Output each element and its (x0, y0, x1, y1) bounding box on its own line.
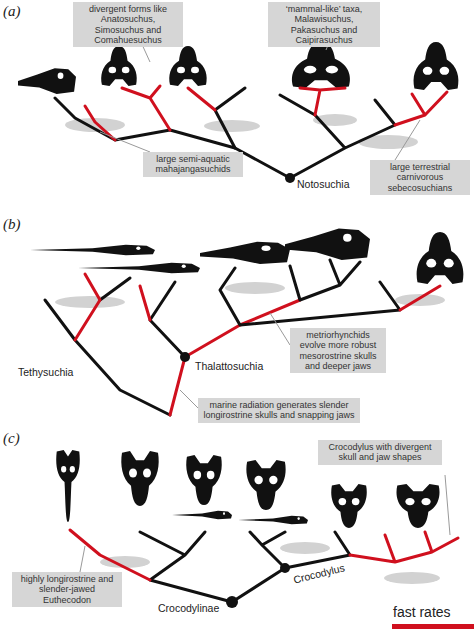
callout-text: marine radiation generates slender longi… (202, 400, 356, 421)
clade-name: Notosuchia (297, 178, 350, 190)
callout-text: large semi-aquatic mahajangasuchids (147, 154, 239, 175)
callout-text: metriorhynchids evolve more robust mesor… (294, 330, 382, 371)
legend-text: fast rates (393, 604, 451, 620)
panel-letter: (a) (3, 3, 21, 20)
callout-box: large terrestrial carnivorous sebecosuch… (370, 160, 470, 195)
callout-text: ‘mammal-like’ taxa, Malawisuchus, Pakasu… (272, 4, 376, 45)
panel-letter: (c) (3, 430, 20, 447)
panel-letter: (b) (3, 216, 21, 233)
callout-box: metriorhynchids evolve more robust mesor… (290, 328, 386, 373)
callout-text: divergent forms like Anatosuchus, Simosu… (77, 4, 179, 45)
callout-box: large semi-aquatic mahajangasuchids (143, 152, 243, 177)
callout-box: ‘mammal-like’ taxa, Malawisuchus, Pakasu… (268, 2, 380, 47)
callout-text: Crocodylus with divergent skull and jaw … (322, 442, 438, 463)
callout-box: highly longirostrine and slender-jawed E… (12, 572, 122, 607)
clade-name: Crocodylinae (158, 602, 219, 614)
callout-box: divergent forms like Anatosuchus, Simosu… (73, 2, 183, 47)
callout-text: highly longirostrine and slender-jawed E… (16, 574, 118, 605)
callout-box: Crocodylus with divergent skull and jaw … (318, 440, 442, 465)
callout-box: marine radiation generates slender longi… (198, 398, 360, 423)
callout-text: large terrestrial carnivorous sebecosuch… (374, 162, 466, 193)
legend-sample (392, 624, 474, 629)
clade-name: Thalattosuchia (195, 360, 263, 372)
clade-name: Tethysuchia (18, 366, 73, 378)
